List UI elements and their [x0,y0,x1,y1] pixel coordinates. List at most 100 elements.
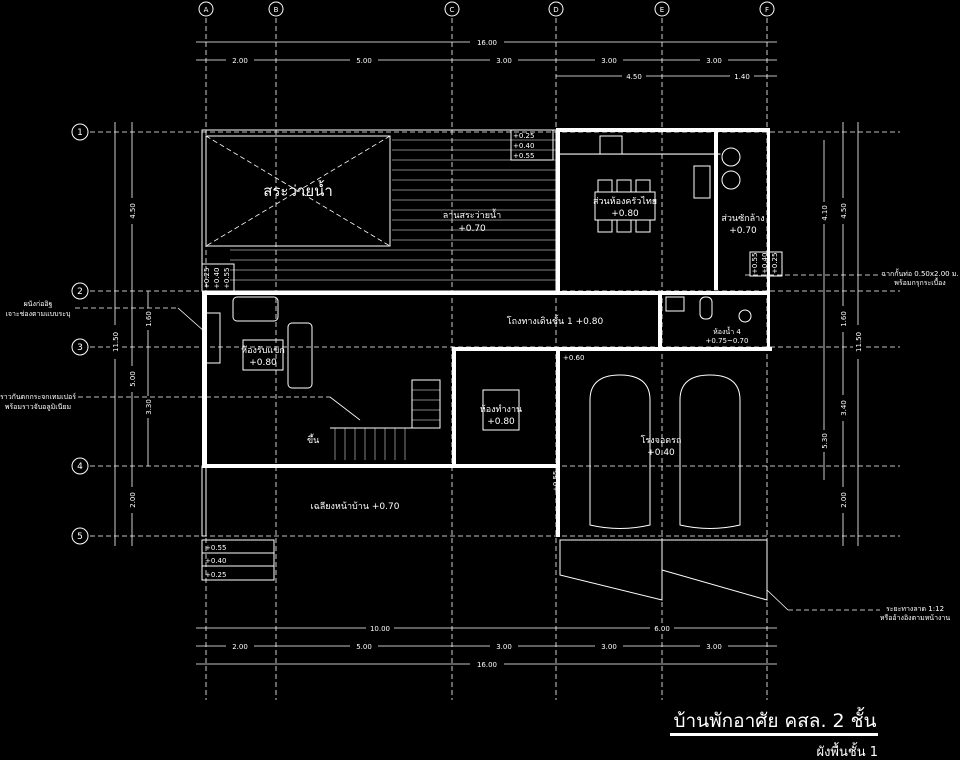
annotations: ผนังก่ออิฐ เจาะช่องตามแบบระบุ ราวกันตกกร… [0,267,959,622]
bathroom-4: ห้องน้ำ 4 +0.75~0.70 [665,296,752,345]
label: 4.50 [626,73,642,81]
stair-up-label: ขึ้น [307,433,319,446]
label: 5.00 [129,371,137,387]
label: +0.75~0.70 [706,337,749,345]
kitchen-label: ส่วนห้องครัวไทย [593,196,657,207]
drawing-subtitle: ผังพื้นชั้น 1 [816,742,878,760]
label: +0.55 [205,544,226,552]
label: 4.50 [840,203,848,219]
staircase: ขึ้น [307,379,441,460]
label: 2.00 [232,57,248,65]
label: เฉลียงหน้าบ้าน [311,501,369,512]
label: 6.00 [654,625,670,633]
label: 2 [77,287,83,297]
living-label: ห้องรับแขก [241,345,285,356]
label: 3.00 [706,643,722,651]
label: 2.00 [840,492,848,508]
label: +0.60 [563,354,584,362]
label: 3 [77,343,83,353]
hall-label: โถงทางเดินชั้น 1 +0.80 [507,314,604,327]
label: +0.40 [205,557,226,565]
label: พร้อมกรุกระเบื้อง [894,276,945,287]
label: +0.25 [203,268,211,289]
label: 16.00 [477,39,497,47]
pool-label: สระว่ายน้ำ [263,180,333,200]
label: +0.40 [513,142,534,150]
dimensions-bottom: 10.00 6.00 2.00 5.00 3.00 3.00 3.00 16.0… [196,623,777,669]
label: 1.60 [840,311,848,327]
office: ห้องทำงาน +0.80 [480,389,522,431]
label: 5.30 [821,433,829,449]
label: C [450,6,455,14]
label: +0.80 [487,417,515,427]
label: 3.00 [496,643,512,651]
label: 4.50 [129,203,137,219]
label: โถงทางเดินชั้น 1 [507,314,573,327]
dimensions-left: 11.50 4.50 5.00 2.00 1.60 3.30 [110,122,153,546]
label: 3.40 [840,400,848,416]
label: 3.00 [706,57,722,65]
label: +0.25 [513,132,534,140]
label: ฉากกั้นท่อ 0.50x2.00 ม. [881,267,958,278]
label: +0.40 [647,448,675,458]
label: ห้องน้ำ 4 [713,325,741,336]
label: 4.10 [821,205,829,221]
grid-lines [90,18,900,700]
label: 10.00 [370,625,390,633]
laundry-label: ส่วนซักล้าง [721,213,764,224]
laundry-level: +0.70 [729,226,757,236]
label: +0.55 [223,268,231,289]
pool-deck-level: +0.70 [458,224,486,234]
label: +0.55 [513,152,534,160]
label: 3.00 [601,643,617,651]
label: 5.00 [356,643,372,651]
row-bubbles: 1 2 3 4 5 [71,123,89,545]
label: เจาะช่องตามแบบระบุ [5,310,70,318]
label: 5.00 [356,57,372,65]
label: 11.50 [112,332,120,352]
svg-text:เฉลียงหน้าบ้าน +0.70: เฉลียงหน้าบ้าน +0.70 [311,501,400,512]
label: +0.40 [761,253,769,274]
label: 1.40 [734,73,750,81]
label: ผนังก่ออิฐ [24,300,53,308]
label: 3.00 [601,57,617,65]
label: E [660,6,664,14]
kitchen-level: +0.80 [611,209,639,219]
label: 4 [77,462,83,472]
label: 1 [77,128,83,138]
column-bubbles: A B C D E F [198,1,775,17]
label: 3.00 [496,57,512,65]
label: +0.80 [576,317,604,327]
label: 2.00 [232,643,248,651]
dimensions-right: 4.10 5.30 4.50 1.60 3.40 2.00 11.50 [819,122,863,546]
living-level: +0.80 [249,358,277,368]
walls [201,128,772,537]
garage: โรงจอดรถ +0.40 +0.55 [552,374,768,601]
label: โรงจอดรถ [641,435,682,446]
label: +0.55 [552,471,560,492]
pool-deck-label: ลานสระว่ายน้ำ [443,208,501,221]
label: 1.60 [145,311,153,327]
kitchen-furniture: ส่วนห้องครัวไทย +0.80 ส่วนซักล้าง +0.70 … [559,135,783,277]
label: +0.25 [771,253,779,274]
pool-area: สระว่ายน้ำ ลานสระว่ายน้ำ +0.70 +0.25 +0.… [201,129,557,292]
living-area: ห้องรับแขก +0.80 โถงทางเดินชั้น 1 +0.80 … [232,296,604,389]
label: +0.25 [205,571,226,579]
label: 11.50 [855,332,863,352]
label: 3.30 [145,399,153,415]
label: 5 [77,532,83,542]
dimensions-top: 16.00 2.00 5.00 3.00 3.00 3.00 4.50 1.40 [196,37,777,81]
porch: เฉลียงหน้าบ้าน +0.70 +0.55 +0.40 +0.25 [201,501,400,581]
label: +0.55 [751,253,759,274]
label: +0.70 [372,502,400,512]
label: ห้องทำงาน [480,404,522,415]
label: 2.00 [129,492,137,508]
label: B [274,6,279,14]
label: หรืออ้างอิงตามหน้างาน [880,614,951,622]
label: F [765,6,769,14]
label: ระยะทางลาด 1:12 [886,605,944,613]
label: พร้อมราวจับอลูมิเนียม [5,403,71,411]
label: D [553,6,558,14]
label: 16.00 [477,661,497,669]
